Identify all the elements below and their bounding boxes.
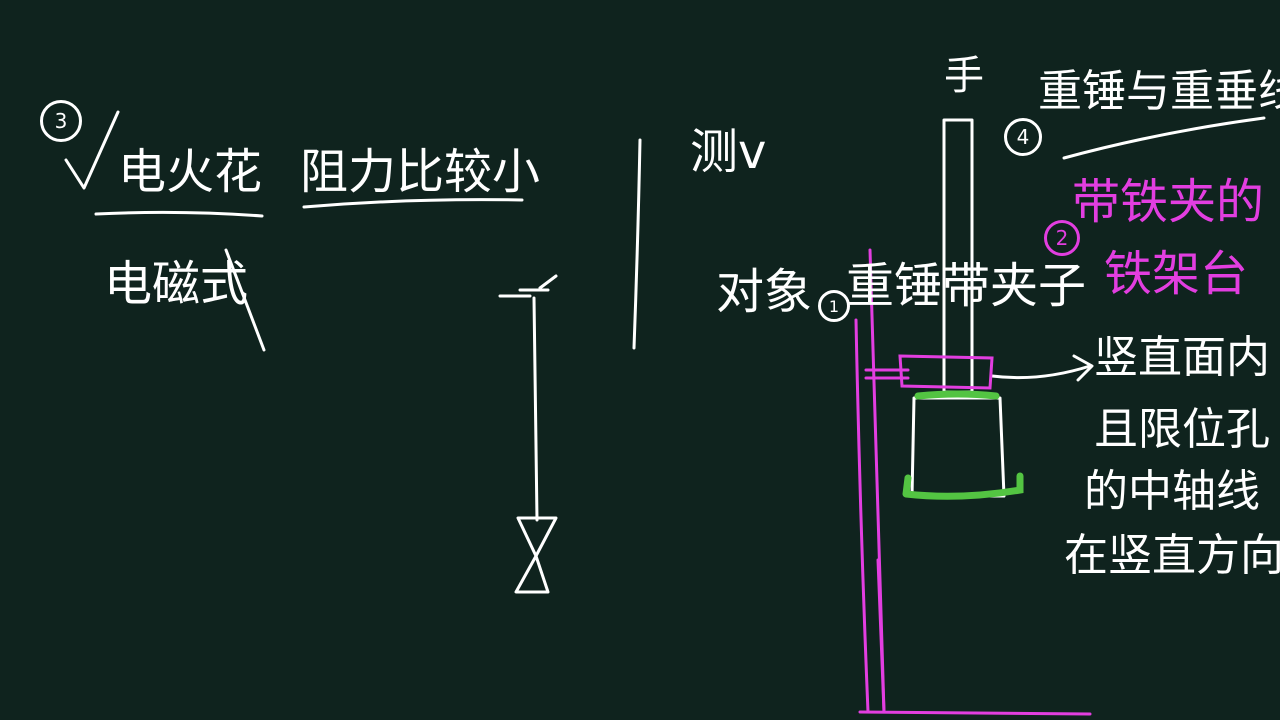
divider-line <box>632 138 642 350</box>
stand-pole-left <box>854 318 870 714</box>
string-hook <box>498 274 558 298</box>
note-spark: 电火花 <box>118 144 263 200</box>
note-weight-clip: 重锤带夹子 <box>846 258 1087 314</box>
note-vertical-line2: 且限位孔 <box>1094 404 1270 455</box>
slash-stroke <box>224 248 266 352</box>
green-highlight-bottom <box>902 472 1024 500</box>
hourglass-weight <box>514 516 558 594</box>
clamp-arm <box>864 368 910 380</box>
check-mark-icon <box>64 110 120 190</box>
arrow-right <box>990 354 1094 382</box>
underline-plumb <box>1062 116 1266 160</box>
green-highlight-top <box>914 390 1000 400</box>
note-spark-tail: 阻力比较小 <box>300 144 541 200</box>
number-3-circle: 3 <box>40 100 82 142</box>
note-vertical-line4: 在竖直方向 <box>1064 530 1280 581</box>
weight-body <box>910 396 1006 498</box>
note-measure: 测v <box>690 124 767 180</box>
number-4-label: 4 <box>1016 125 1030 149</box>
stand-base <box>858 710 1092 716</box>
note-electromag: 电磁式 <box>104 256 249 312</box>
number-3-label: 3 <box>54 109 68 133</box>
note-vertical-line3: 的中轴线 <box>1084 466 1260 517</box>
clamp-box <box>898 354 994 390</box>
number-1-circle: 1 <box>818 290 850 322</box>
tape-rect <box>942 118 974 394</box>
number-1-label: 1 <box>828 296 840 316</box>
note-stand-line2: 铁架台 <box>1104 246 1249 302</box>
note-object: 对象 <box>716 264 813 320</box>
note-plumb: 重锤与重垂线 <box>1038 66 1280 117</box>
underline-spark-tail <box>302 198 524 209</box>
hanging-string <box>532 296 539 522</box>
underline-spark <box>94 210 264 218</box>
note-vertical-line1: 竖直面内 <box>1094 332 1270 383</box>
note-stand-line1: 带铁夹的 <box>1072 174 1265 230</box>
number-2-circle: 2 <box>1044 220 1080 256</box>
number-4-circle: 4 <box>1004 118 1042 156</box>
note-top-mark: 手 <box>944 53 984 99</box>
number-2-label: 2 <box>1055 226 1069 250</box>
stand-pole-inner <box>876 558 886 714</box>
